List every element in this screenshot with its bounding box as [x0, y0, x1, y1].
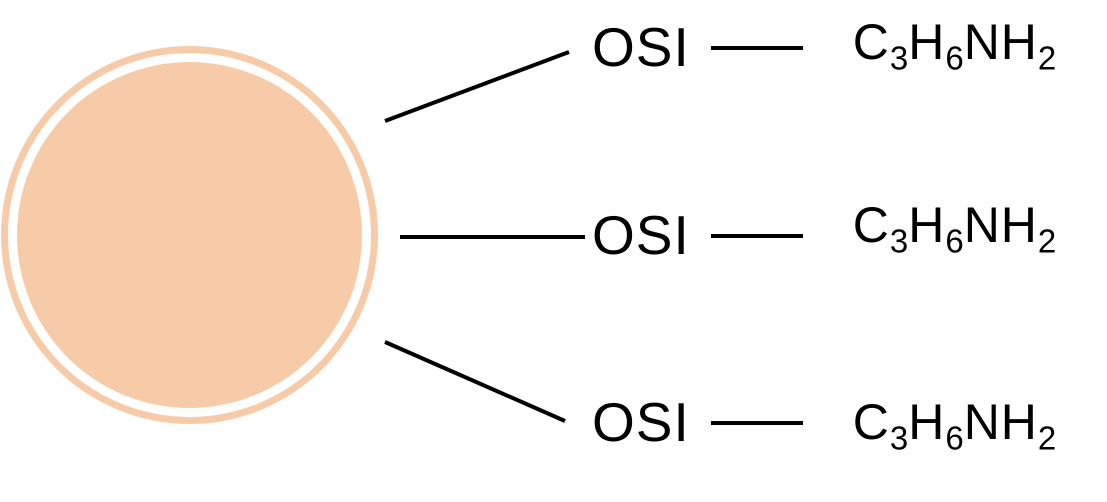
- connector-line-bottom: [384, 340, 566, 423]
- silane-group-row-3: OSI C3H6NH2: [592, 391, 1057, 457]
- nanoparticle-core: [17, 62, 362, 408]
- bond-line: [710, 421, 803, 425]
- silane-label: OSI: [592, 391, 690, 453]
- bond-line: [710, 234, 803, 238]
- silane-label: OSI: [592, 16, 690, 78]
- silane-label: OSI: [592, 204, 690, 266]
- aminopropyl-formula: C3H6NH2: [852, 394, 1057, 457]
- aminopropyl-formula: C3H6NH2: [852, 197, 1057, 260]
- silane-group-row-2: OSI C3H6NH2: [592, 200, 1056, 266]
- aminopropyl-formula: C3H6NH2: [852, 14, 1057, 77]
- silane-group-row-1: OSI C3H6NH2: [592, 14, 1057, 78]
- bond-line: [710, 46, 803, 50]
- connector-line-top: [384, 50, 570, 123]
- nanoparticle-ring: [1, 46, 378, 424]
